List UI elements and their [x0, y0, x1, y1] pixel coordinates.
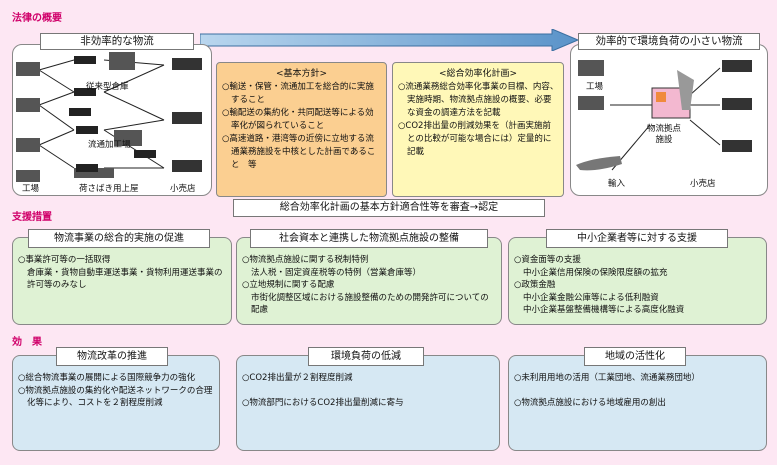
- support-panel-1: [12, 237, 232, 325]
- effect-title-3: 地域の活性化: [584, 347, 686, 366]
- efficiency-plan-item: ○流通業務総合効率化事業の目標、内容、実施時期、物流拠点施設の概要、必要な資金の…: [398, 82, 559, 118]
- basic-policy-item: ○輸配送の集約化・共同配送等による効率化が図られていること: [222, 108, 374, 131]
- support-content-3: ○資金面等の支援 中小企業信用保険の保険限度額の拡充 ○政策金融 中小企業金融公…: [514, 255, 685, 315]
- efficiency-plan-title: <総合効率化計画>: [438, 69, 518, 79]
- support-content-2: ○物流拠点施設に関する税制特例 法人税・固定資産税等の特例（営業倉庫等） ○立地…: [242, 255, 489, 315]
- label-factory-left: 工場: [22, 184, 40, 194]
- section-law: 法律の概要: [12, 13, 62, 24]
- efficiency-plan-item: ○CO2排出量の削減効果を（計画実施前との比較が可能な場合には）定量的に記載: [398, 121, 552, 157]
- section-support: 支援措置: [12, 212, 52, 223]
- basic-policy-panel: <基本方針> ○輸送・保管・流通加工を総合的に実施すること ○輸配送の集約化・共…: [216, 62, 387, 197]
- label-import: 輸入: [608, 179, 626, 189]
- support-title-3: 中小企業者等に対する支援: [546, 229, 728, 248]
- label-warehouse-old: 従来型倉庫: [86, 82, 129, 92]
- effect-title-1: 物流改革の推進: [56, 347, 168, 366]
- support-panel-2: [236, 237, 502, 325]
- effect-content-1: ○総合物流事業の展開による国際競争力の強化 ○物流拠点施設の集約化や配送ネットワ…: [18, 373, 213, 408]
- basic-policy-title: <基本方針>: [275, 69, 328, 79]
- review-note: 総合効率化計画の基本方針適合性等を審査→認定: [233, 199, 545, 217]
- basic-policy-item: ○輸送・保管・流通加工を総合的に実施すること: [222, 82, 374, 105]
- effect-content-2: ○CO2排出量が２割程度削減 ○物流部門におけるCO2排出量削減に寄与: [242, 373, 404, 408]
- effect-panel-1: [12, 355, 220, 451]
- efficient-logistics-title: 効率的で環境負荷の小さい物流: [578, 33, 760, 50]
- label-retail-right: 小売店: [690, 179, 716, 189]
- flow-arrow: [200, 29, 580, 51]
- basic-policy-item: ○高速道路・港湾等の近傍に立地する流通業務施設を中核とした計画であること 等: [222, 134, 376, 170]
- support-panel-3: [508, 237, 767, 325]
- effect-content-3: ○未利用用地の活用（工業団地、流通業務団地） ○物流拠点施設における地域雇用の創…: [514, 373, 700, 408]
- support-title-1: 物流事業の総合的実施の促進: [28, 229, 210, 248]
- support-title-2: 社会資本と連携した物流拠点施設の整備: [250, 229, 488, 248]
- support-content-1: ○事業許可等の一括取得 倉庫業・貨物自動車運送事業・貨物利用運送事業の許可等のみ…: [18, 255, 223, 290]
- effect-panel-3: [508, 355, 767, 451]
- inefficient-logistics-title: 非効率的な物流: [40, 33, 194, 50]
- effect-panel-2: [236, 355, 500, 451]
- label-processing: 流通加工場: [88, 140, 131, 150]
- label-factory-right: 工場: [586, 82, 604, 92]
- section-effects: 効 果: [12, 337, 42, 348]
- inefficient-flow-illustration: [16, 52, 202, 182]
- efficiency-plan-panel: <総合効率化計画> ○流通業務総合効率化事業の目標、内容、実施時期、物流拠点施設…: [392, 62, 564, 197]
- label-retail-left: 小売店: [170, 184, 196, 194]
- label-hub: 物流拠点施設: [646, 124, 681, 145]
- label-loading: 荷さばき用上屋: [79, 184, 139, 194]
- effect-title-2: 環境負荷の低減: [308, 347, 424, 366]
- efficient-flow-illustration: [576, 60, 752, 171]
